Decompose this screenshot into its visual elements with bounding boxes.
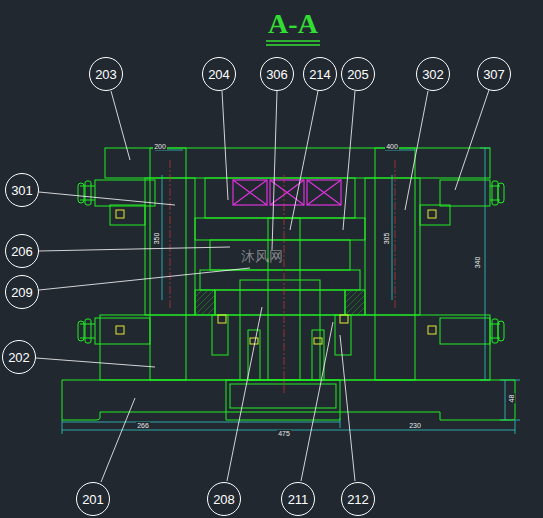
callout-number: 209 bbox=[5, 275, 39, 309]
callout-text: 307 bbox=[483, 67, 505, 82]
callout-number: 307 bbox=[477, 57, 511, 91]
dimension-text: 230 bbox=[408, 422, 422, 429]
dimension-text: 400 bbox=[385, 143, 399, 150]
dimension-text: 340 bbox=[475, 255, 482, 269]
dimension-text: 48 bbox=[508, 393, 515, 403]
callout-number: 301 bbox=[5, 173, 39, 207]
mold-body bbox=[62, 148, 515, 420]
center-lines bbox=[170, 160, 395, 395]
section-title: A-A bbox=[268, 8, 318, 40]
callout-text: 202 bbox=[8, 350, 30, 365]
dimension-lines bbox=[62, 148, 520, 434]
dimension-text: 266 bbox=[136, 422, 150, 429]
callout-number: 306 bbox=[260, 57, 294, 91]
callout-number: 206 bbox=[5, 234, 39, 268]
cylinder-knobs bbox=[78, 181, 504, 343]
callout-text: 302 bbox=[422, 67, 444, 82]
callout-text: 209 bbox=[11, 285, 33, 300]
callout-text: 212 bbox=[347, 492, 369, 507]
insulation-blocks bbox=[233, 180, 341, 205]
watermark: 沐风网 bbox=[240, 249, 284, 263]
callout-number: 203 bbox=[89, 57, 123, 91]
callout-text: 211 bbox=[288, 492, 309, 507]
callout-number: 214 bbox=[303, 57, 337, 91]
callout-number: 208 bbox=[207, 482, 241, 516]
callout-text: 204 bbox=[208, 67, 230, 82]
dimension-text: 305 bbox=[384, 231, 391, 245]
callout-number: 205 bbox=[341, 57, 375, 91]
callout-text: 206 bbox=[11, 244, 33, 259]
callout-number: 302 bbox=[416, 57, 450, 91]
callout-number: 202 bbox=[2, 340, 36, 374]
callout-text: 301 bbox=[11, 183, 33, 198]
callout-number: 204 bbox=[202, 57, 236, 91]
callout-number: 201 bbox=[76, 482, 110, 516]
dimension-text: 350 bbox=[154, 231, 161, 245]
dimension-text: 475 bbox=[277, 430, 291, 437]
callout-text: 306 bbox=[266, 67, 288, 82]
callout-text: 205 bbox=[347, 67, 369, 82]
callout-number: 212 bbox=[341, 482, 375, 516]
callout-text: 203 bbox=[95, 67, 117, 82]
leader-lines bbox=[36, 90, 489, 482]
callout-text: 214 bbox=[309, 67, 331, 82]
callout-number: 211 bbox=[281, 482, 315, 516]
title-underline bbox=[266, 41, 320, 45]
dimension-text: 200 bbox=[153, 143, 167, 150]
callout-text: 208 bbox=[213, 492, 235, 507]
callout-text: 201 bbox=[82, 492, 104, 507]
